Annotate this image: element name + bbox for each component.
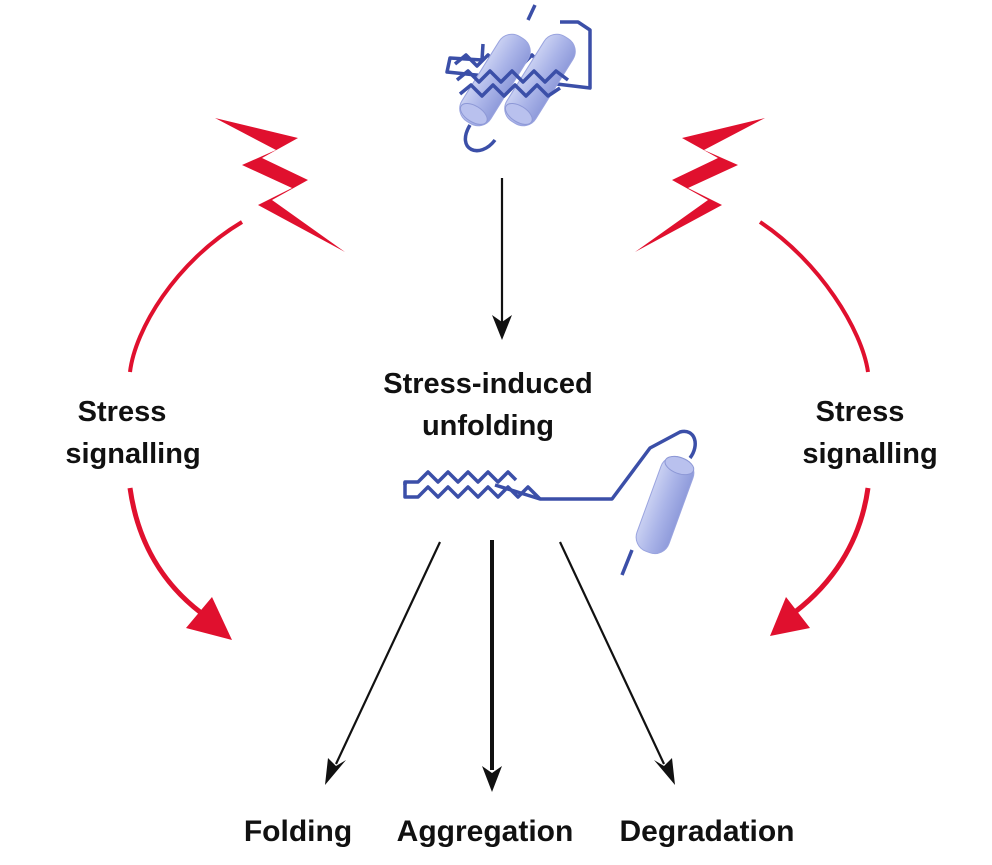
folded-protein-icon [445, 4, 592, 153]
unfolding-arrow [492, 178, 512, 340]
aggregation-arrow [482, 540, 502, 792]
outcome-degradation: Degradation [619, 815, 794, 848]
left-stress-arc [127, 220, 244, 640]
right-signal-line1: Stress [816, 396, 905, 428]
left-signal-line2: signalling [65, 438, 200, 470]
unfolded-protein-icon [403, 429, 697, 576]
outcome-folding: Folding [244, 815, 352, 848]
right-signal-line2: signalling [802, 438, 937, 470]
degradation-arrow [559, 541, 675, 785]
center-label-line2: unfolding [422, 410, 554, 442]
right-lightning-icon [635, 118, 765, 252]
folding-arrow [325, 541, 441, 785]
left-signal-line1: Stress [78, 396, 167, 428]
outcome-aggregation: Aggregation [397, 815, 574, 848]
right-stress-arc [758, 220, 871, 636]
center-label-line1: Stress-induced [383, 368, 593, 400]
left-lightning-icon [215, 118, 345, 252]
